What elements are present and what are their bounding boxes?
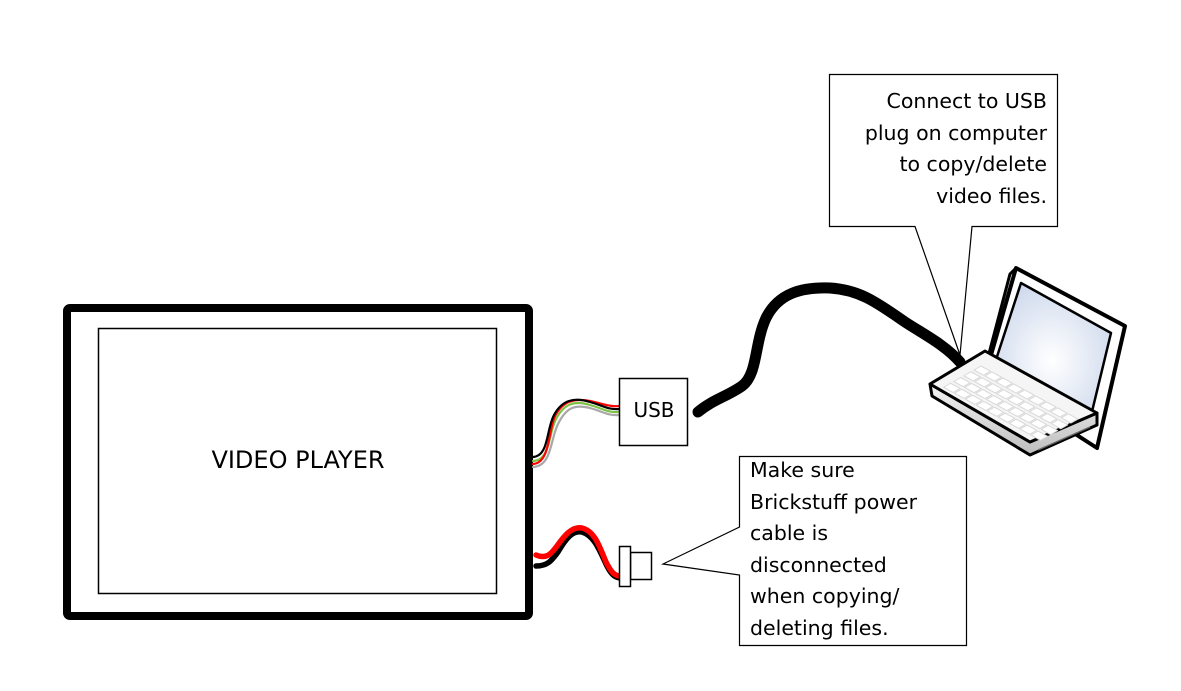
laptop-key <box>1050 419 1069 430</box>
laptop-key <box>1008 418 1027 429</box>
laptop-lid-edge <box>980 266 1018 381</box>
callout-power <box>660 455 968 647</box>
callout-power-line: deleting files. <box>750 615 889 640</box>
laptop-key <box>1039 413 1058 424</box>
callout-usb-line: plug on computer <box>864 120 1047 145</box>
callout-usb-line: Connect to USB <box>886 89 1047 113</box>
laptop-key <box>954 388 972 399</box>
callout-power-line: Make sure <box>750 458 855 482</box>
laptop-key <box>1029 418 1048 430</box>
laptop-key <box>1007 395 1025 406</box>
laptop-key <box>1049 407 1068 418</box>
laptop-key <box>1017 389 1035 400</box>
callout-power-bubble <box>660 455 968 647</box>
power-plug-body <box>629 551 653 581</box>
callout-usb-text: Connect to USB plug on computer to copy/de… <box>865 86 1047 212</box>
power-wires <box>533 525 624 581</box>
laptop-key <box>985 394 1004 406</box>
laptop-key <box>963 371 981 382</box>
laptop-key <box>953 377 971 388</box>
laptop-key <box>1006 383 1024 394</box>
laptop-key <box>1039 401 1057 412</box>
laptop-key <box>975 388 993 400</box>
laptop <box>928 266 1127 457</box>
laptop-key <box>997 412 1016 423</box>
video-player-label: VIDEO PLAYER <box>211 446 385 474</box>
laptop-key <box>1017 401 1036 412</box>
callout-power-line: Brickstuff power <box>750 489 918 514</box>
laptop-key <box>973 365 991 376</box>
callout-usb-line: to copy/delete <box>899 152 1047 176</box>
usb-connector-box <box>618 377 689 447</box>
laptop-key <box>975 400 994 411</box>
usb-wires <box>531 398 622 469</box>
video-player-screen <box>97 327 498 595</box>
callout-usb-bubble <box>828 73 1059 356</box>
laptop-key <box>1060 413 1079 424</box>
laptop-key <box>985 383 1003 394</box>
laptop-key <box>1019 424 1038 435</box>
callout-usb <box>828 73 1059 356</box>
callout-usb-line: video files. <box>936 183 1047 208</box>
laptop-key <box>1040 424 1059 436</box>
laptop-key <box>1030 430 1049 441</box>
laptop-key <box>943 382 961 393</box>
laptop-key <box>1028 395 1046 406</box>
callout-power-line: disconnected <box>750 552 887 577</box>
video-player <box>63 304 533 620</box>
laptop-key <box>996 400 1015 412</box>
callout-power-line: cable is <box>750 521 829 545</box>
usb-wire-black <box>531 398 622 459</box>
laptop-key <box>996 389 1014 400</box>
laptop-keyboard <box>943 365 1079 441</box>
laptop-key <box>995 377 1013 388</box>
power-plug <box>618 545 653 588</box>
laptop-key <box>1018 412 1037 424</box>
laptop-key <box>984 371 1002 382</box>
usb-cable <box>692 282 966 418</box>
power-wire-red <box>533 525 622 579</box>
laptop-trackpad-slot <box>1037 426 1091 451</box>
laptop-key <box>1028 407 1047 418</box>
laptop-key <box>986 406 1005 417</box>
laptop-key <box>964 394 983 405</box>
laptop-key <box>974 377 992 388</box>
power-plug-flange <box>618 545 632 588</box>
callout-power-line: when copying/ <box>750 584 900 608</box>
usb-wire-white <box>531 405 622 469</box>
laptop-key <box>1007 406 1026 418</box>
usb-wire-red <box>531 398 622 466</box>
laptop-key <box>964 382 982 394</box>
usb-connector-label: USB <box>633 398 675 422</box>
